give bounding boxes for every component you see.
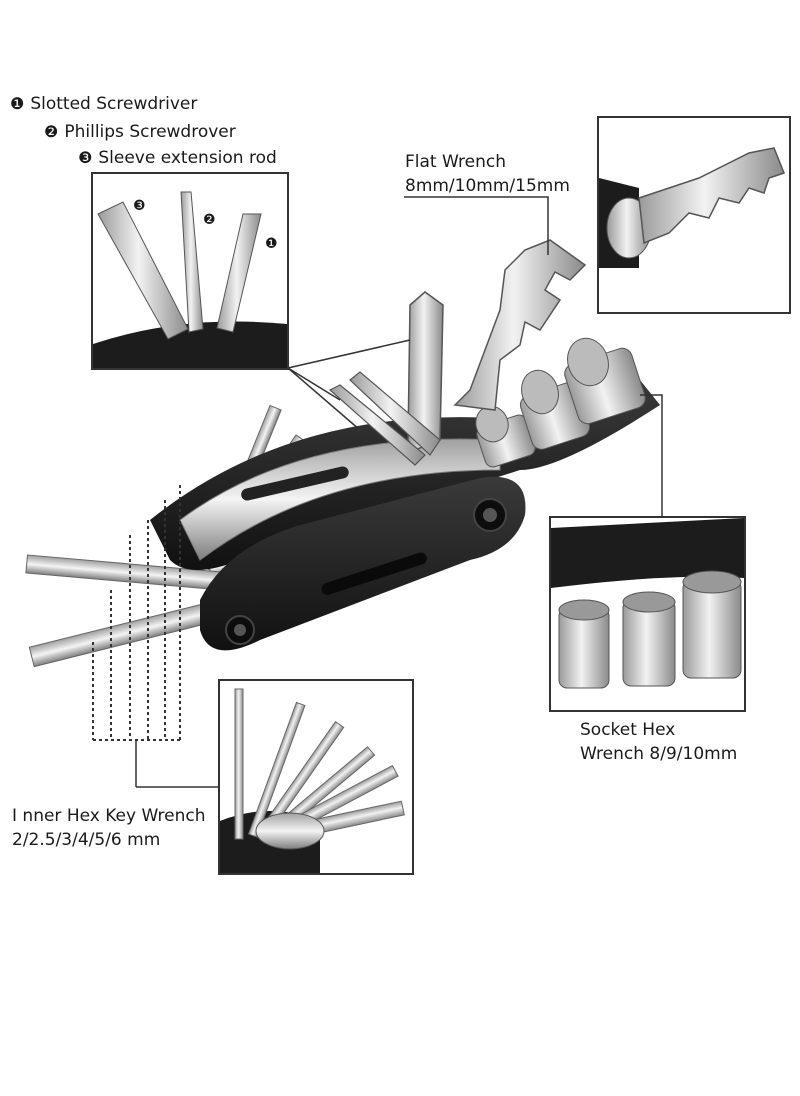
- screwdriver-closeup-image: [93, 191, 287, 368]
- flat-wrench-closeup-image: [599, 147, 785, 268]
- number-one-icon: ❶: [10, 94, 25, 113]
- inset-sockets: [549, 516, 746, 712]
- flat-wrench-sizes: 8mm/10mm/15mm: [405, 176, 570, 196]
- legend-item-sleeve: ❸ Sleeve extension rod: [78, 148, 277, 168]
- hex-key-line2: 2/2.5/3/4/5/6 mm: [12, 830, 161, 850]
- legend-label-sleeve: Sleeve extension rod: [98, 148, 277, 168]
- socket-wrench-line1: Socket Hex: [580, 720, 676, 740]
- inset-number-three: ❸: [133, 198, 146, 214]
- hex-key-line1: I nner Hex Key Wrench: [12, 806, 206, 826]
- legend-item-phillips: ❷ Phillips Screwdrover: [44, 122, 236, 142]
- socket-wrench-line2: Wrench 8/9/10mm: [580, 744, 738, 764]
- sockets-closeup-image: [551, 518, 744, 689]
- number-three-icon: ❸: [78, 148, 93, 167]
- legend-item-slotted: ❶ Slotted Screwdriver: [10, 94, 197, 114]
- hex-keys-closeup-image: [220, 688, 405, 873]
- inset-hex-keys: [218, 679, 414, 875]
- legend-label-phillips: Phillips Screwdrover: [64, 122, 236, 142]
- inset-number-two: ❷: [203, 212, 216, 228]
- flat-wrench-title: Flat Wrench: [405, 152, 507, 172]
- number-two-icon: ❷: [44, 122, 59, 141]
- inset-flat-wrench: [597, 116, 791, 314]
- legend-label-slotted: Slotted Screwdriver: [30, 94, 198, 114]
- inset-screwdrivers: ❸ ❷ ❶: [91, 172, 289, 370]
- inset-number-one: ❶: [265, 236, 278, 252]
- sockets-group: [475, 337, 646, 468]
